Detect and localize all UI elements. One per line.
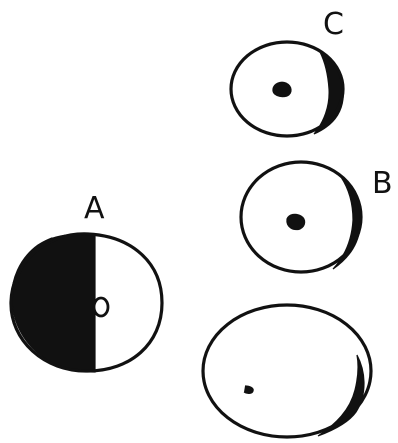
disk-b-label: B — [372, 166, 393, 201]
disk-b-crescent — [333, 177, 360, 269]
disk-a-center-mark — [94, 298, 108, 316]
disk-c-label: C — [323, 7, 344, 42]
disk-d-outline — [203, 305, 371, 437]
disk-a-shaded-half — [12, 234, 95, 372]
disk-b: B — [241, 162, 393, 272]
disk-d — [203, 305, 371, 437]
disk-d-center-mark — [244, 386, 253, 393]
disk-a-label: A — [84, 191, 105, 226]
disk-a: A — [11, 191, 162, 372]
disk-b-center-mark — [287, 214, 305, 229]
disk-d-crescent — [318, 355, 364, 436]
disk-c-center-mark — [273, 82, 291, 96]
disk-c: C — [231, 7, 344, 136]
